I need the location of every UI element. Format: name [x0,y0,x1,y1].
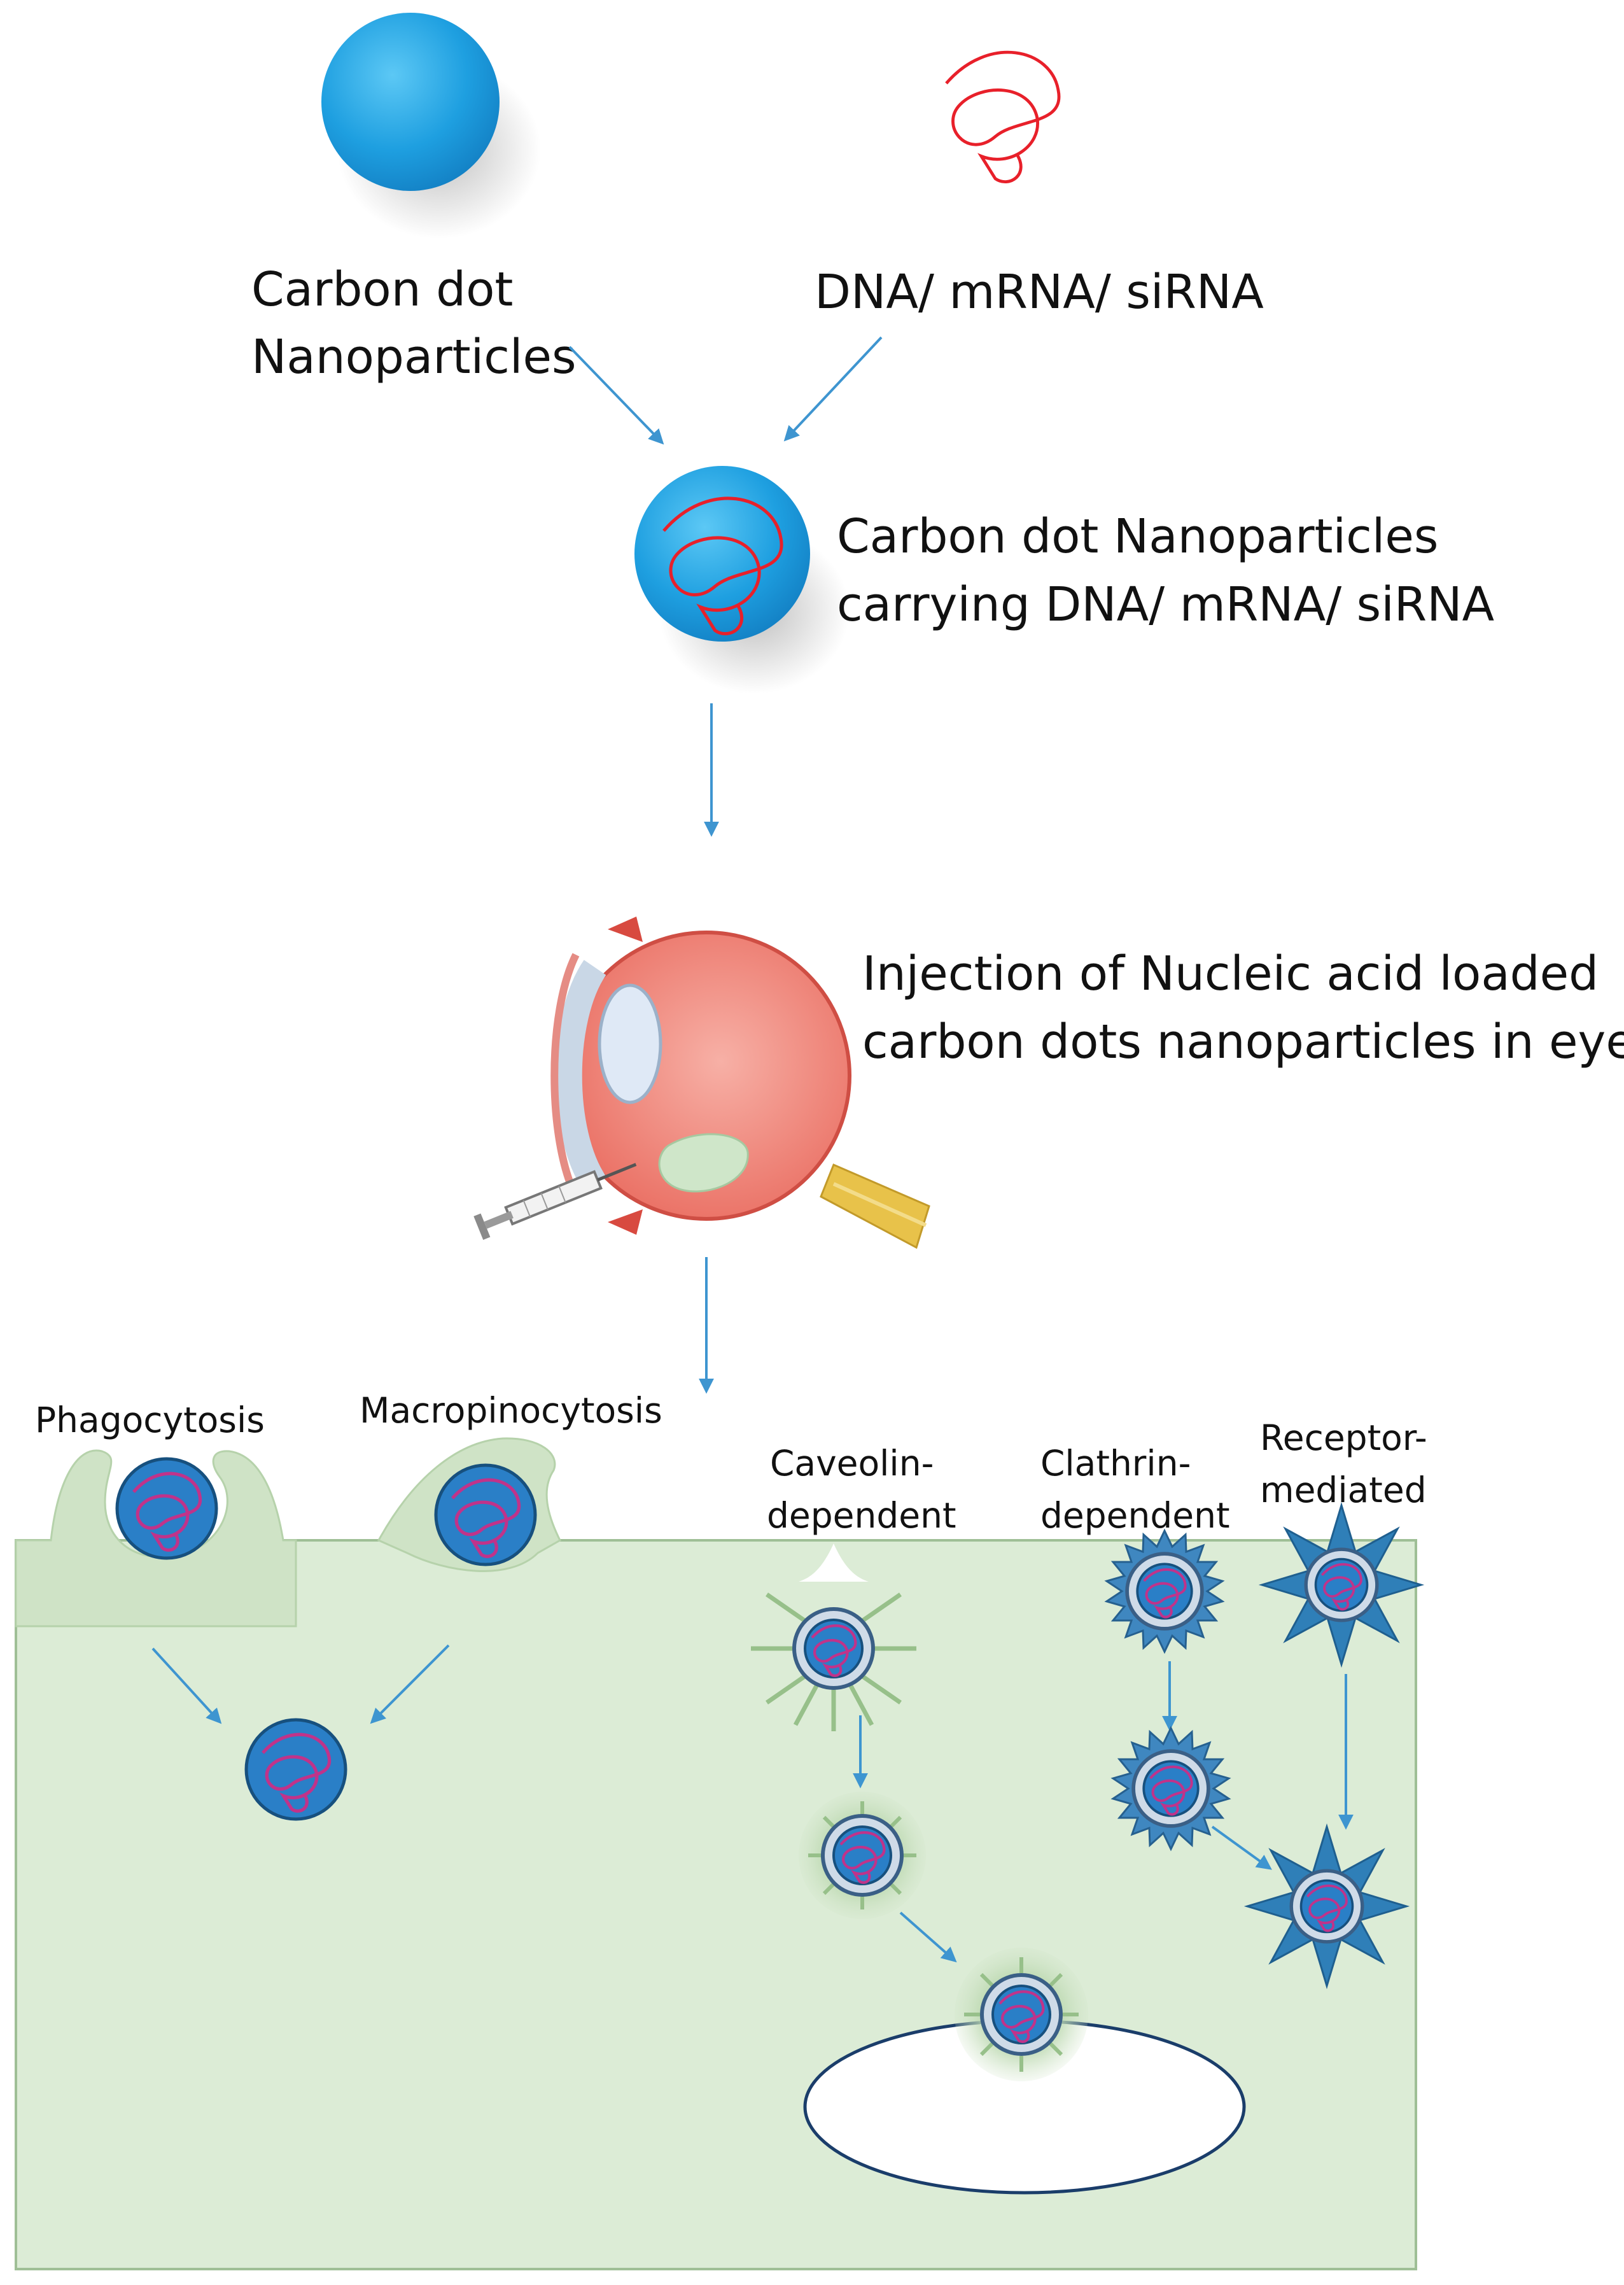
receptor-label-line1: Receptor- [1260,1417,1427,1458]
receptor-label-line2: mediated [1260,1470,1427,1510]
clathrin-label-line2: dependent [1040,1495,1230,1536]
carbon-dot-label-line2: Nanoparticles [251,330,577,384]
syringe-icon [473,1163,637,1241]
cell-body [15,1539,1417,2270]
injection-label-line2: carbon dots nanoparticles in eye [862,1015,1624,1069]
clathrin-label-line1: Clathrin- [1040,1443,1191,1484]
loaded-carbon-dot-nanoparticle [634,466,850,694]
arrow-phagocytosis-to-internalized [151,1647,222,1724]
receptor-coated-particle-1 [1258,1501,1425,1668]
arrow-carbon-dot-to-complex [568,346,664,445]
caveosome-vesicle [799,1792,926,1919]
receptor-coated-particle-2 [1243,1823,1410,1990]
caveolin-label-line1: Caveolin- [770,1443,934,1484]
arrow-nucleic-acid-to-complex [783,336,883,442]
nucleic-acid-label: DNA/ mRNA/ siRNA [815,265,1264,320]
arrow-clathrin-step2 [1211,1825,1272,1870]
internalized-nanoparticle [246,1720,346,1819]
injection-label-line1: Injection of Nucleic acid loaded [862,946,1599,1001]
eye-illustration [550,917,930,1249]
caveolin-vesicle-budding [751,1543,916,1731]
complex-label-line2: carrying DNA/ mRNA/ siRNA [837,577,1495,632]
caveolin-label-line2: dependent [767,1495,956,1536]
arrow-caveolin-step2 [899,1911,957,1963]
phagocytosis-uptake [15,1449,297,1628]
clathrin-coated-vesicle-1 [1104,1528,1225,1654]
clathrin-coated-vesicle-2 [1110,1726,1231,1852]
macropinocytosis-uptake [377,1437,561,1572]
phagocytosis-label: Phagocytosis [35,1400,265,1440]
carbon-dot-nanoparticle [321,13,541,239]
macropinocytosis-label: Macropinocytosis [360,1390,662,1431]
complex-label-line1: Carbon dot Nanoparticles [837,509,1438,564]
nucleic-acid-icon [945,50,1061,183]
carbon-dot-label-line1: Carbon dot [251,262,513,317]
vesicle-fusing-endosome [955,1948,1088,2081]
arrow-macropinocytosis-to-internalized [370,1644,450,1724]
